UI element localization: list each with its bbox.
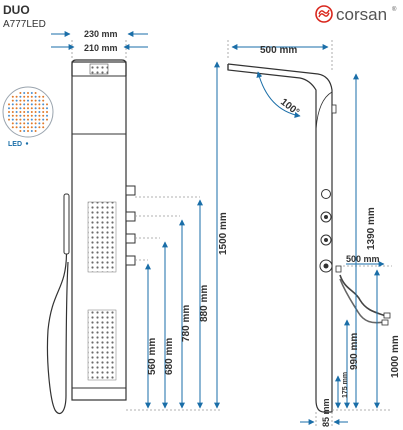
dim-height-175: 175 mm [342,372,349,398]
supply-hoses [339,274,391,326]
front-panel [71,59,136,401]
side-panel [227,63,342,413]
dim-depth-85: 85 mm [321,398,331,427]
led-dots-icon [2,86,54,138]
model-name: DUO [3,3,30,17]
dim-height-680: 680 mm [164,338,175,375]
dim-angle: 100° [278,97,301,118]
dim-height-780: 780 mm [181,305,192,342]
led-label: LED [8,141,22,148]
dim-hose-length: 500 mm [346,254,380,264]
dim-height-560: 560 mm [147,338,158,375]
brand-name: corsan [336,5,387,24]
dim-width-inner: 210 mm [84,43,118,53]
dim-height-1000: 1000 mm [390,335,401,378]
brand-mark: ® [392,6,397,13]
corsan-logo-icon [315,5,333,23]
model-code: A777LED [3,19,46,30]
dim-height-990: 990 mm [349,333,360,370]
dim-height-1390: 1390 mm [366,207,377,250]
dim-depth: 500 mm [260,45,297,56]
dim-height-880: 880 mm [199,285,210,322]
dim-height-1500: 1500 mm [218,212,229,255]
hand-shower [46,193,70,415]
led-bullet-icon [25,142,29,145]
dim-width-outer: 230 mm [84,29,118,39]
